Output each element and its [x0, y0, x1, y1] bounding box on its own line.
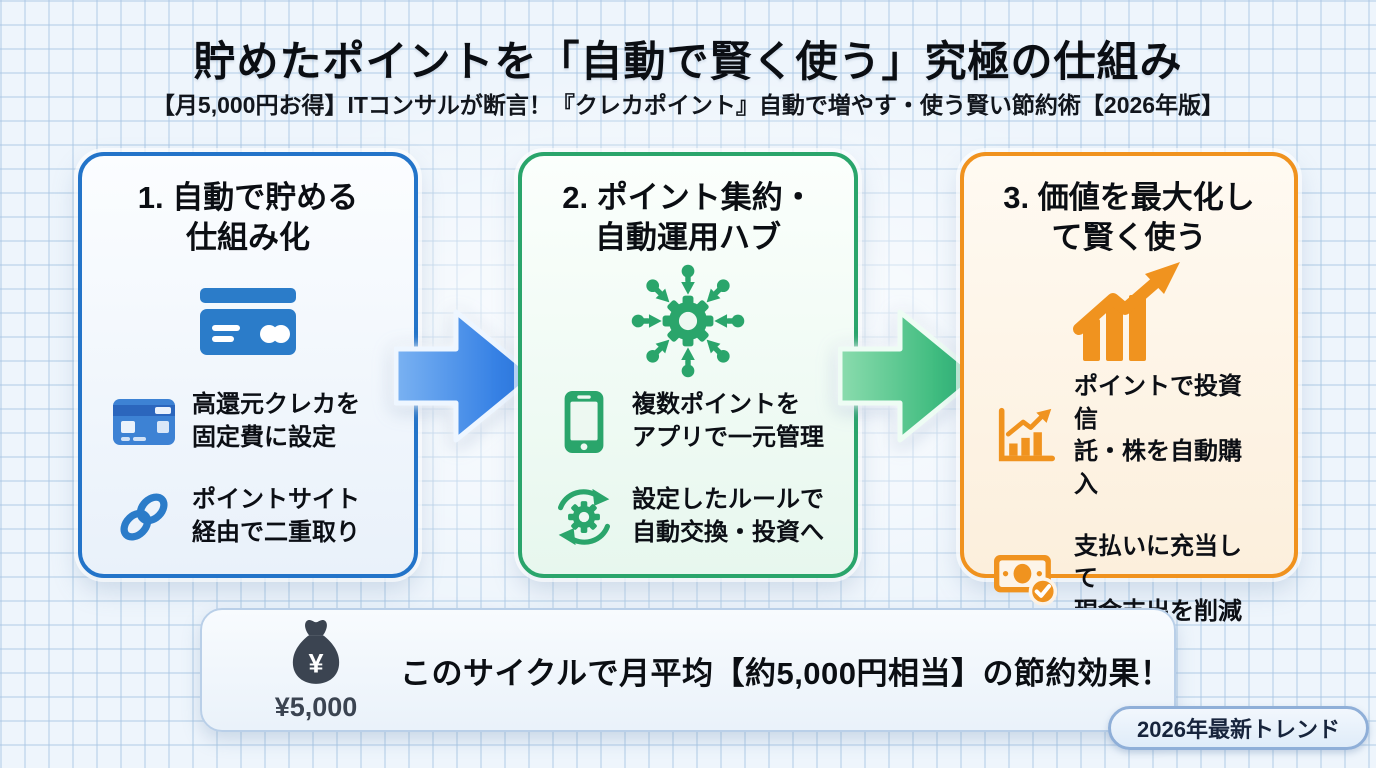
card-1-title: 1. 自動で貯める 仕組み化 [138, 178, 358, 257]
list-item: 高還元クレカを 固定費に設定 [112, 389, 384, 454]
growth-chart-icon [1073, 261, 1185, 363]
yen-symbol: ¥ [308, 648, 323, 678]
card-1-title-line1: 1. 自動で貯める [137, 180, 359, 215]
item-text: 設定したルールで 自動交換・投資へ [632, 486, 824, 546]
hub-gear-icon [629, 261, 747, 381]
item-text: ポイントサイト 経由で二重取り [192, 486, 360, 546]
card-3-title: 3. 価値を最大化し て賢く使う [1003, 178, 1254, 257]
cash-check-icon [994, 551, 1058, 607]
money-bag-icon: ¥ [289, 618, 343, 691]
page-subtitle: 【月5,000円お得】ITコンサルが断言！『クレカポイント』自動で増やす・使う賢… [151, 92, 1225, 118]
card-2-title: 2. ポイント集約・ 自動運用ハブ [562, 178, 813, 257]
card-1-items: 高還元クレカを 固定費に設定 ポイントサイト 経由で二重取り [98, 389, 398, 549]
item-text: 複数ポイントを アプリで一元管理 [632, 391, 824, 451]
trend-badge: 2026年最新トレンド [1108, 706, 1369, 750]
list-item: ポイントで投資信 託・株を自動購入 [994, 371, 1264, 501]
investment-chart-icon [994, 407, 1058, 465]
item-text: 高還元クレカを 固定費に設定 [192, 391, 360, 451]
trend-badge-label: 2026年最新トレンド [1137, 717, 1340, 742]
flow-arrow-right-blue [394, 309, 537, 443]
card-1-title-line2: 仕組み化 [186, 219, 310, 255]
card-2-title-line2: 自動運用ハブ [595, 219, 781, 255]
auto-rule-gear-icon [552, 487, 616, 547]
step-card-1-auto-earn: 1. 自動で貯める 仕組み化 [78, 152, 418, 578]
card-2-title-line1: 2. ポイント集約・ [562, 180, 814, 215]
list-item: 複数ポイントを アプリで一元管理 [552, 389, 824, 454]
step-card-2-point-hub: 2. ポイント集約・ 自動運用ハブ [518, 152, 858, 578]
card-3-title-line2: て賢く使う [1051, 219, 1207, 255]
link-chain-icon [112, 488, 176, 546]
credit-card-small-icon [112, 397, 176, 447]
savings-message: このサイクルで月平均【約5,000円相当】の節約効果！ [400, 655, 1172, 691]
item-text: ポイントで投資信 託・株を自動購入 [1074, 373, 1242, 498]
credit-card-icon [199, 261, 297, 381]
flow-arrow-right-green [838, 309, 981, 443]
card-2-items: 複数ポイントを アプリで一元管理 [538, 389, 838, 549]
step-card-3-maximize-value: 3. 価値を最大化し て賢く使う [960, 152, 1298, 625]
card-3-items: ポイントで投資信 託・株を自動購入 [980, 371, 1278, 628]
savings-summary-bar: ¥ ¥5,000 このサイクルで月平均【約5,000円相当】の節約効果！ [200, 608, 1176, 732]
list-item: 設定したルールで 自動交換・投資へ [552, 484, 824, 549]
smartphone-icon [552, 390, 616, 454]
list-item: ポイントサイト 経由で二重取り [112, 484, 384, 549]
page-title: 貯めたポイントを「自動で賢く使う」究極の仕組み [193, 38, 1183, 85]
money-bag-block: ¥ ¥5,000 [254, 618, 378, 723]
card-3-title-line1: 3. 価値を最大化し [1003, 180, 1255, 215]
savings-amount: ¥5,000 [274, 691, 358, 722]
